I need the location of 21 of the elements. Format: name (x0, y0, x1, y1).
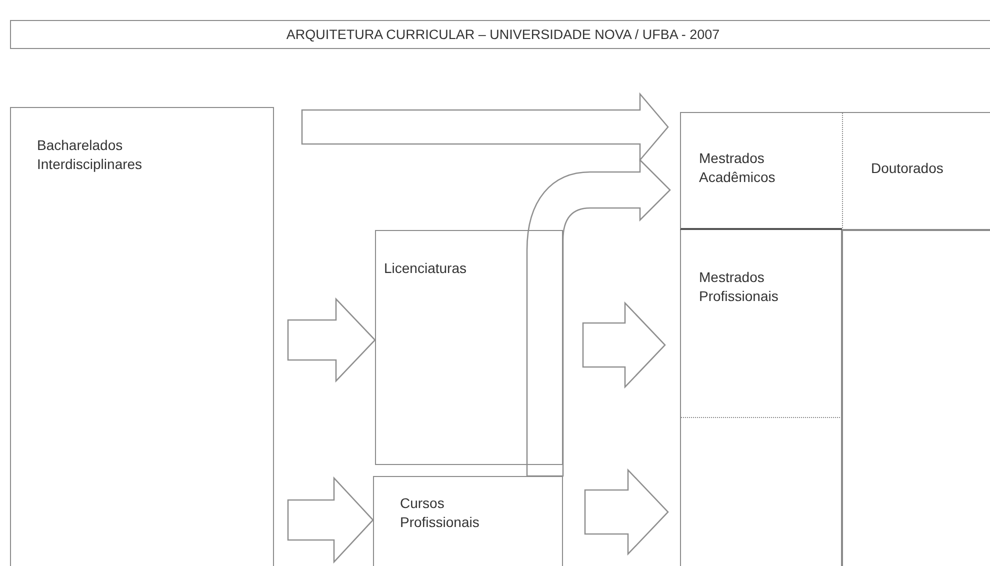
program-box (842, 112, 990, 230)
program-box (680, 230, 842, 418)
block-arrow (526, 159, 671, 477)
box-label: Doutorados (871, 159, 944, 178)
empty-box (680, 418, 842, 566)
program-box (10, 107, 274, 566)
block-arrow (584, 468, 669, 556)
box-label: Cursos Profissionais (400, 494, 480, 532)
program-box (375, 230, 563, 465)
box-label: Licenciaturas (384, 259, 468, 278)
box-label: Bacharelados Interdisciplinares (37, 136, 144, 174)
program-box (373, 476, 563, 566)
empty-box (842, 230, 990, 566)
block-arrow (582, 301, 666, 389)
box-label: Mestrados Profissionais (699, 268, 780, 306)
title-banner: ARQUITETURA CURRICULAR – UNIVERSIDADE NOVA / UFBA - 2007 (10, 20, 990, 49)
box-label: Mestrados Acadêmicos (699, 149, 776, 187)
block-arrow (287, 476, 374, 564)
block-arrow (287, 297, 376, 383)
program-box (680, 112, 842, 230)
block-arrow (301, 92, 669, 162)
